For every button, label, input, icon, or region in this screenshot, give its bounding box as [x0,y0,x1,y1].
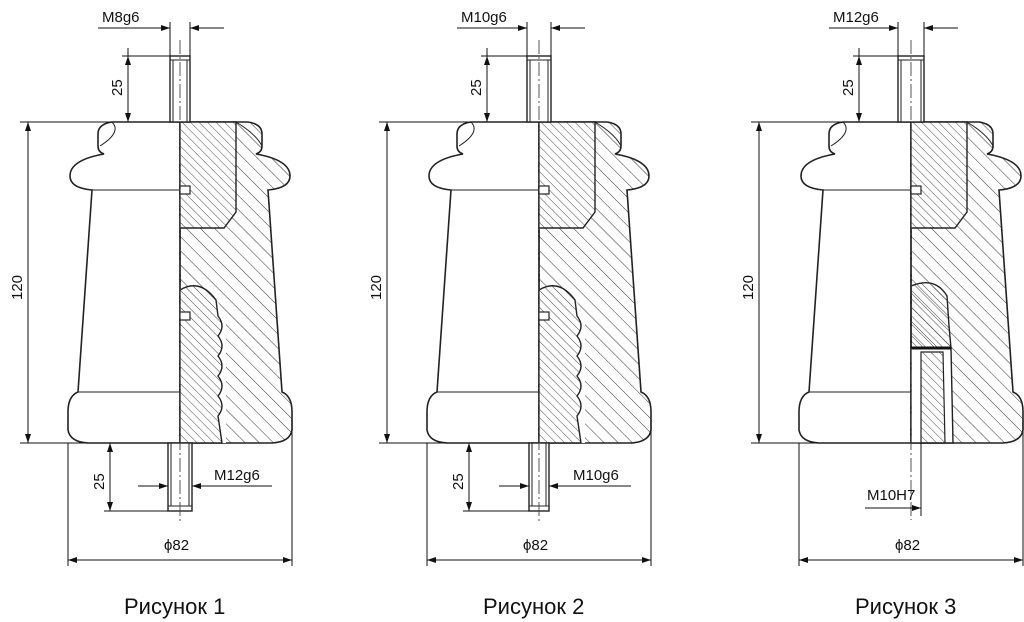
bottom-cavity-fill [538,285,582,444]
dim-arrow [466,502,472,511]
diameter-label: ϕ82 [523,537,548,554]
bottom-length-label: 25 [450,473,467,490]
hole-cap-fill [910,282,952,349]
diameter-label: ϕ82 [164,537,189,554]
dim-arrow [107,502,113,511]
height-label: 120 [368,275,385,300]
top-thread-label: M10g6 [461,9,507,26]
top-thread-label: M8g6 [102,9,140,26]
bottom-thread-label: M10g6 [573,467,619,484]
top-length-label: 25 [468,79,485,96]
dim-arrow [1014,557,1023,563]
insulator-body-view [426,121,540,444]
threaded-hole-fill [920,351,946,444]
notch-top [910,185,922,195]
collar-edge [458,121,475,147]
dim-arrow [283,557,292,563]
dim-arrow [384,122,390,131]
dim-arrow [484,56,490,65]
diameter-label: ϕ82 [895,537,920,554]
bottom-thread-label: M12g6 [214,467,260,484]
dim-arrow [192,483,201,489]
bottom-length-label: 25 [91,473,108,490]
notch-top [179,185,191,195]
dim-arrow [856,56,862,65]
section-rim [235,121,263,147]
dim-arrow [924,25,933,31]
top-cavity-fill [910,121,968,229]
dim-arrow [68,557,77,563]
height-label: 120 [740,275,757,300]
top-cavity-fill [179,121,237,229]
dim-arrow [551,25,560,31]
dim-arrow [25,122,31,131]
insulator-body-view [798,121,912,444]
dim-arrow [159,483,168,489]
dim-arrow [889,25,898,31]
dim-arrow [190,25,199,31]
notch-bottom [538,311,550,321]
dim-arrow [125,113,131,122]
dim-arrow [799,557,808,563]
dim-arrow [25,434,31,443]
dim-arrow [549,483,558,489]
dim-arrow [427,557,436,563]
dim-arrow [520,483,529,489]
notch-bottom [179,311,191,321]
dim-arrow [912,505,921,511]
figure-caption: Рисунок 1 [124,594,225,619]
dim-arrow [161,25,170,31]
dim-arrow [466,443,472,452]
collar-edge [99,121,116,147]
dim-arrow [756,434,762,443]
dim-arrow [384,434,390,443]
dim-arrow [756,122,762,131]
top-cavity-fill [538,121,596,229]
dim-arrow [518,25,527,31]
dim-arrow [107,443,113,452]
insulator-body-view [67,121,181,444]
section-rim [966,121,994,147]
bottom-thread-label: M10H7 [867,487,915,504]
top-length-label: 25 [840,79,857,96]
collar-edge [830,121,847,147]
section-rim [594,121,622,147]
dim-arrow [125,56,131,65]
dim-arrow [856,113,862,122]
height-label: 120 [9,275,26,300]
figure-caption: Рисунок 3 [855,594,956,619]
top-thread-label: M12g6 [833,9,879,26]
top-length-label: 25 [109,79,126,96]
bottom-cavity-fill [179,285,223,444]
dim-arrow [642,557,651,563]
dim-arrow [484,113,490,122]
figure-caption: Рисунок 2 [483,594,584,619]
notch-top [538,185,550,195]
